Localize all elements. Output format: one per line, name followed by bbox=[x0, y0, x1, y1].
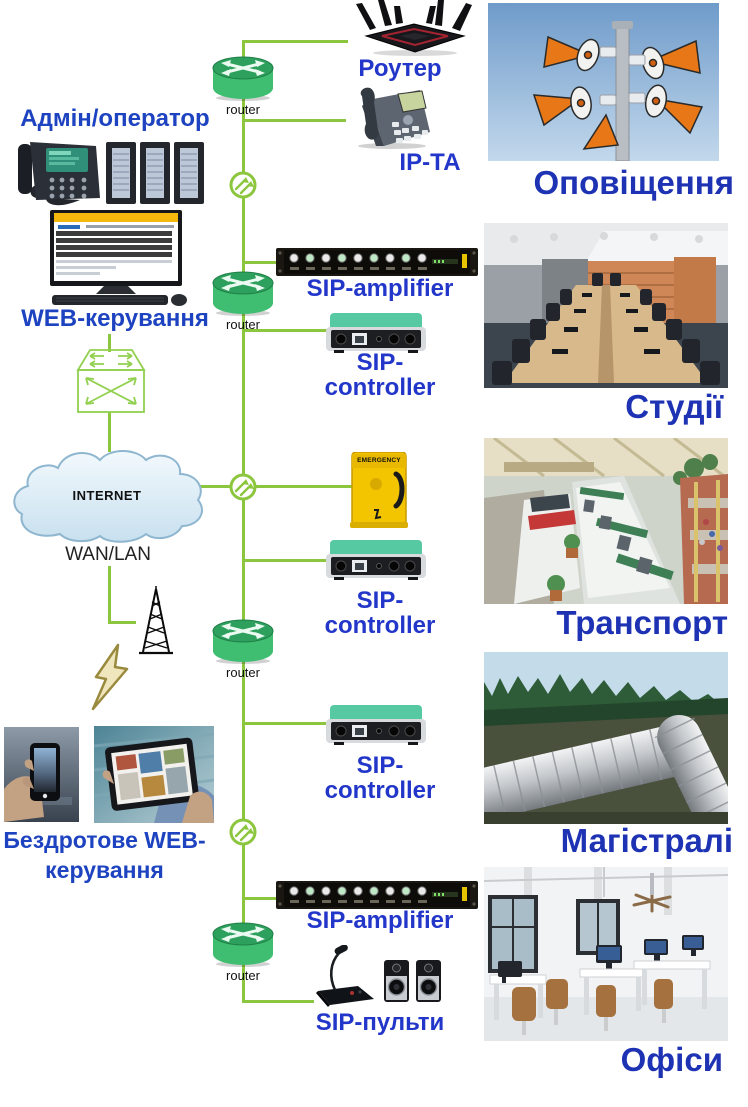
photo-offices bbox=[484, 867, 728, 1041]
branch-router-device bbox=[242, 40, 348, 43]
sip-amplifier-label-2: SIP-amplifier bbox=[306, 907, 454, 934]
web-to-switch-line bbox=[108, 334, 111, 352]
router-label-1: router bbox=[226, 102, 260, 117]
photo-studios bbox=[484, 223, 728, 388]
ip-phone-label: IP-ТА bbox=[399, 149, 461, 176]
wan-elbow-line bbox=[108, 621, 136, 624]
router-label-2: router bbox=[226, 317, 260, 332]
admin-ip-phone-image bbox=[16, 138, 206, 208]
sip-controller-label-3: SIP-controller bbox=[324, 752, 436, 805]
sip-consoles-label: SIP-пульти bbox=[315, 1009, 445, 1036]
router-device-image bbox=[340, 0, 490, 58]
switch-to-cloud-line bbox=[108, 412, 111, 452]
junction-node-icon-2 bbox=[228, 472, 258, 502]
caption-pipelines: Магістралі bbox=[560, 822, 733, 859]
ip-phone-image bbox=[348, 86, 433, 150]
branch-amplifier-2 bbox=[242, 897, 280, 900]
sip-controller-label-2: SIP-controller bbox=[324, 587, 436, 640]
wan-lan-label: WAN/LAN bbox=[65, 544, 151, 565]
photo-pipelines bbox=[484, 652, 728, 824]
junction-node-icon-1 bbox=[228, 170, 258, 200]
branch-ip-phone bbox=[242, 119, 346, 122]
router-label-3: router bbox=[226, 665, 260, 680]
branch-consoles bbox=[242, 1000, 314, 1003]
switch-icon bbox=[76, 348, 146, 414]
router-icon-2: router bbox=[210, 270, 276, 332]
wan-down-line bbox=[108, 566, 111, 624]
admin-operator-label: Адмін/оператор bbox=[20, 105, 210, 132]
sip-amplifier-image-1 bbox=[276, 246, 478, 278]
smartphone-photo bbox=[4, 727, 79, 822]
internet-cloud: INTERNET bbox=[8, 446, 206, 548]
router-icon-4: router bbox=[210, 921, 276, 983]
junction-node-icon-3 bbox=[228, 817, 258, 847]
router-icon-1: router bbox=[210, 55, 276, 117]
wireless-web-label-line1: Бездротове WEB- bbox=[3, 827, 206, 853]
speakers-image bbox=[382, 956, 444, 1006]
caption-notification: Оповіщення bbox=[533, 164, 734, 201]
internet-label: INTERNET bbox=[72, 488, 142, 503]
sip-controller-label-1: SIP-controller bbox=[324, 349, 436, 402]
lightning-icon bbox=[90, 643, 132, 713]
branch-controller-1 bbox=[242, 329, 328, 332]
sip-controller-image-2 bbox=[324, 540, 428, 582]
branch-cloud bbox=[183, 485, 242, 488]
branch-controller-3 bbox=[242, 722, 328, 725]
router-device-label: Роутер bbox=[358, 55, 442, 82]
wireless-web-label-line2: керування bbox=[45, 857, 164, 883]
caption-transport: Транспорт bbox=[556, 604, 728, 641]
sip-amplifier-label-1: SIP-amplifier bbox=[306, 275, 454, 302]
sip-console-mic-image bbox=[308, 945, 378, 1007]
caption-offices: Офіси bbox=[620, 1041, 723, 1078]
web-control-label: WEB-керування bbox=[21, 305, 209, 332]
tablet-photo bbox=[94, 726, 214, 823]
emergency-label: EMERGENCY bbox=[357, 457, 401, 464]
branch-amplifier-1 bbox=[242, 261, 280, 264]
caption-studios: Студії bbox=[625, 388, 723, 425]
branch-controller-2 bbox=[242, 559, 328, 562]
photo-notification bbox=[488, 3, 719, 161]
emergency-phone-image: EMERGENCY bbox=[348, 452, 410, 530]
sip-controller-image-1 bbox=[324, 313, 428, 355]
photo-transport bbox=[484, 438, 728, 604]
antenna-tower-icon bbox=[128, 586, 184, 656]
web-monitor-image bbox=[42, 210, 190, 306]
router-icon-3: router bbox=[210, 618, 276, 680]
router-label-4: router bbox=[226, 968, 260, 983]
sip-amplifier-image-2 bbox=[276, 879, 478, 911]
branch-emergency bbox=[242, 485, 354, 488]
sip-controller-image-3 bbox=[324, 705, 428, 747]
trunk-line bbox=[242, 40, 245, 1003]
